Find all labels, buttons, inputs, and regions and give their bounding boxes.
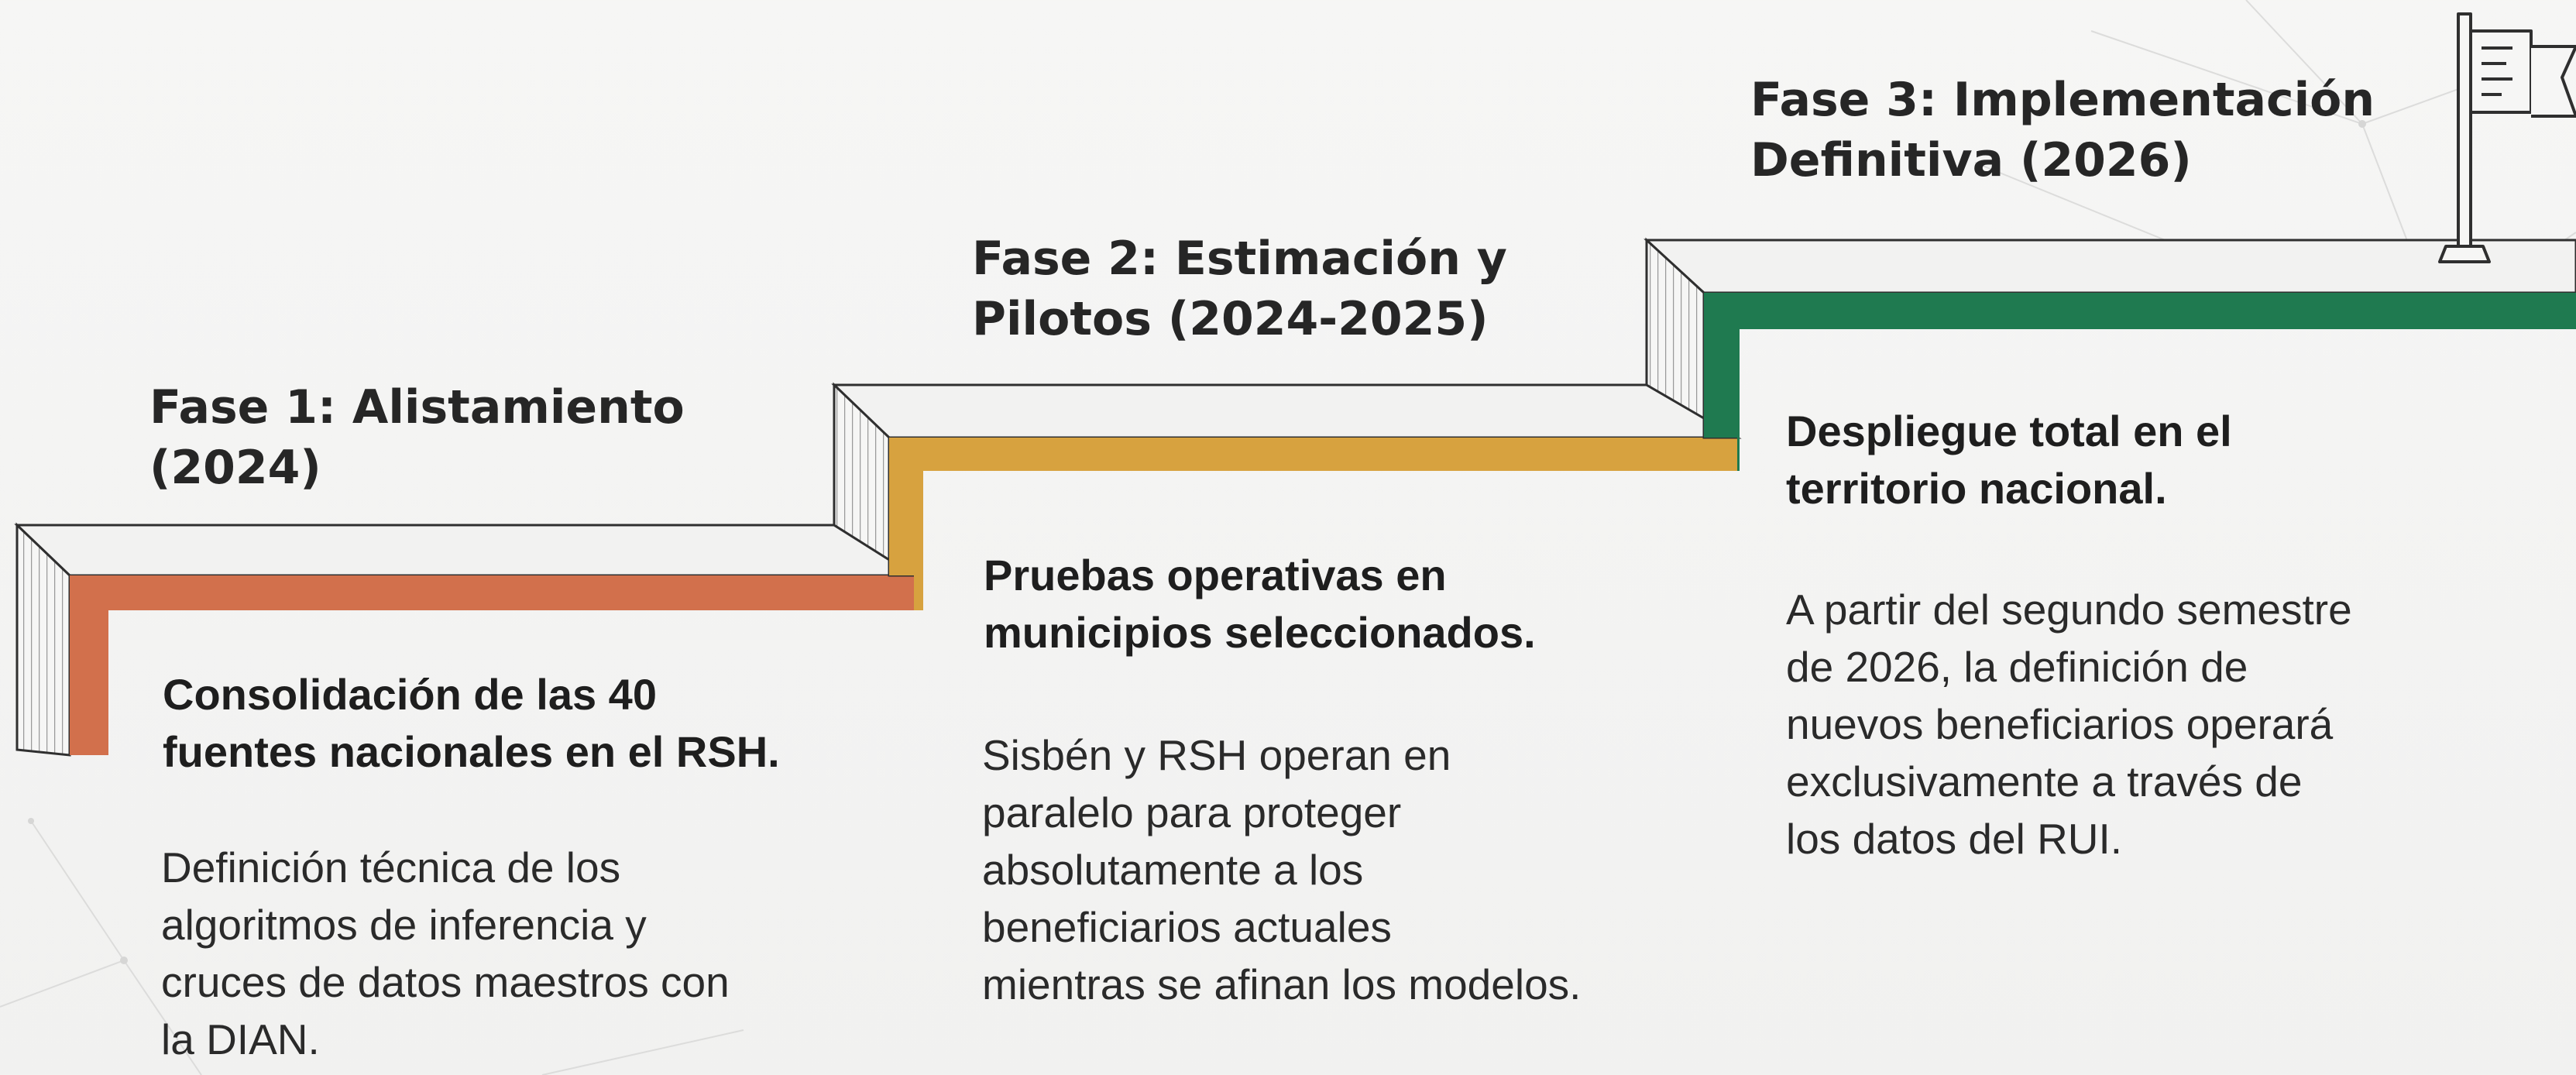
phase-3-description-line: A partir del segundo semestre xyxy=(1786,586,2352,634)
phase-1-description-line: Definición técnica de los xyxy=(161,843,621,891)
phase-2-description-line: mientras se afinan los modelos. xyxy=(982,960,1582,1008)
phase-3-description: A partir del segundo semestre de 2026, l… xyxy=(1786,581,2352,867)
phase-2-lead: Pruebas operativas en municipios selecci… xyxy=(984,547,1536,661)
phase-2-description-line: absolutamente a los xyxy=(982,846,1364,894)
phase-3-description-line: exclusivamente a través de xyxy=(1786,757,2303,805)
phase-3-description-line: nuevos beneficiarios operará xyxy=(1786,700,2334,748)
phase-3-title: Fase 3: Implementación Definitiva (2026) xyxy=(1750,70,2375,191)
phase-3-title-line: Fase 3: Implementación xyxy=(1750,73,2375,127)
phase-3-lead: Despliegue total en el territorio nacion… xyxy=(1786,403,2232,517)
phase-1-description: Definición técnica de los algoritmos de … xyxy=(161,839,730,1068)
phase-2-lead-line: municipios seleccionados. xyxy=(984,608,1536,657)
phase-1-lead-line: Consolidación de las 40 xyxy=(163,670,657,719)
phase-1-title: Fase 1: Alistamiento (2024) xyxy=(149,377,685,498)
phase-3-lead-line: Despliegue total en el xyxy=(1786,407,2232,455)
phase-3-description-line: los datos del RUI. xyxy=(1786,815,2123,863)
phase-2-title: Fase 2: Estimación y Pilotos (2024-2025) xyxy=(972,228,1507,349)
phase-1-title-line: Fase 1: Alistamiento xyxy=(149,380,685,434)
phase-3-lead-line: territorio nacional. xyxy=(1786,464,2167,513)
phase-2-description: Sisbén y RSH operan en paralelo para pro… xyxy=(982,726,1581,1013)
phase-2-description-line: beneficiarios actuales xyxy=(982,903,1392,951)
phase-1-description-line: cruces de datos maestros con xyxy=(161,958,730,1006)
phase-1-color-bar xyxy=(70,575,914,755)
phase-1-lead-line: fuentes nacionales en el RSH. xyxy=(163,727,780,776)
phase-3-color-bar xyxy=(1704,293,2576,471)
step-3 xyxy=(1643,237,2576,471)
phase-2-title-line: Pilotos (2024-2025) xyxy=(972,292,1489,346)
phase-1-description-line: la DIAN. xyxy=(161,1015,320,1063)
phase-2-title-line: Fase 2: Estimación y xyxy=(972,232,1507,286)
phase-1-lead: Consolidación de las 40 fuentes nacional… xyxy=(163,666,780,781)
phase-3-title-line: Definitiva (2026) xyxy=(1750,133,2192,187)
phase-3-description-line: de 2026, la definición de xyxy=(1786,643,2248,691)
phase-2-description-line: Sisbén y RSH operan en xyxy=(982,731,1451,779)
phase-2-description-line: paralelo para proteger xyxy=(982,788,1402,836)
step-1 xyxy=(14,522,919,757)
flag-icon xyxy=(2438,12,2576,263)
step-2 xyxy=(831,382,1742,610)
phase-2-lead-line: Pruebas operativas en xyxy=(984,551,1447,599)
phase-1-description-line: algoritmos de inferencia y xyxy=(161,901,647,949)
phase-1-title-line: (2024) xyxy=(149,441,321,495)
phase-2-color-bar xyxy=(889,438,1737,610)
